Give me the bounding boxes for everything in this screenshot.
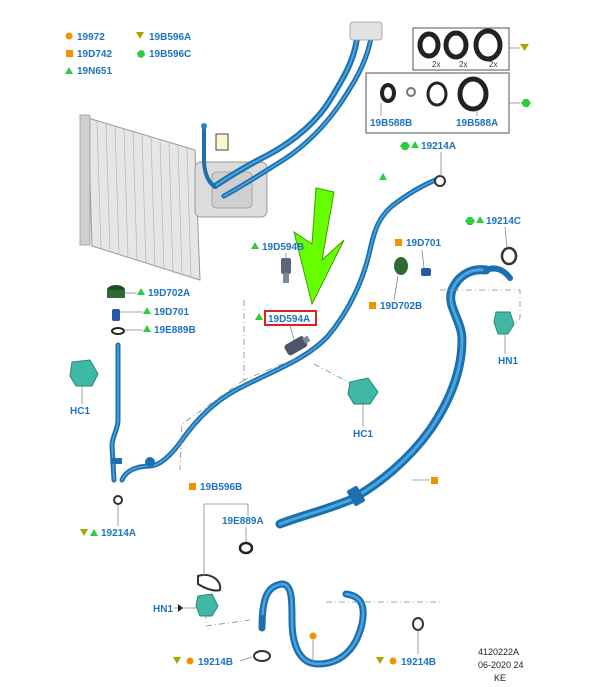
discharge-hose	[275, 265, 513, 529]
green-hexagon-icon	[137, 50, 145, 58]
seal-qty-2: 2x	[459, 60, 467, 69]
orange-square-icon	[66, 50, 73, 57]
note-box-icon	[215, 133, 229, 151]
legend-code-19972: 19972	[77, 32, 105, 43]
callout-HN1-bottom[interactable]: HN1	[153, 604, 173, 615]
callout-19B588B[interactable]: 19B588B	[370, 118, 412, 129]
green-hexagon-icon	[521, 99, 531, 107]
orange-square-icon	[369, 302, 376, 309]
olive-triangle-down-icon	[80, 529, 88, 536]
lower-u-line	[258, 580, 367, 668]
callout-19E889B[interactable]: 19E889B	[154, 325, 196, 336]
callout-19D594A[interactable]: 19D594A	[268, 314, 310, 325]
callout-19D594B[interactable]: 19D594B	[262, 242, 304, 253]
callout-19B596B[interactable]: 19B596B	[200, 482, 242, 493]
callout-19B588A[interactable]: 19B588A	[456, 118, 498, 129]
seal-qty-1: 2x	[432, 60, 440, 69]
green-hexagon-icon	[465, 217, 475, 225]
condenser	[79, 114, 268, 281]
orange-circle-icon	[309, 632, 317, 640]
callout-HC1-mid[interactable]: HC1	[353, 429, 373, 440]
orange-circle-icon	[389, 657, 397, 665]
callout-19D702B[interactable]: 19D702B	[380, 301, 422, 312]
drawing-meta: 4120222A 06-2020 24 KE	[478, 647, 524, 683]
placement-lines	[179, 289, 521, 627]
highlight-arrow-icon	[293, 187, 345, 306]
green-triangle-icon	[178, 604, 183, 612]
green-triangle-icon	[143, 325, 151, 332]
green-triangle-icon	[65, 67, 73, 74]
callout-19D701-left[interactable]: 19D701	[154, 307, 189, 318]
callout-19214C[interactable]: 19214C	[486, 216, 521, 227]
green-triangle-icon	[411, 141, 419, 148]
callout-19214B-left[interactable]: 19214B	[198, 657, 233, 668]
drawing-code: 4120222A	[478, 647, 519, 657]
callout-19214A[interactable]: 19214A	[421, 141, 456, 152]
green-triangle-icon	[251, 242, 259, 249]
green-hexagon-icon	[400, 142, 410, 150]
olive-triangle-down-icon	[173, 657, 181, 664]
green-triangle-icon	[137, 288, 145, 295]
callout-19214A-bottom[interactable]: 19214A	[101, 528, 136, 539]
legend-code-19B596C: 19B596C	[149, 49, 191, 60]
callout-19214B-right[interactable]: 19214B	[401, 657, 436, 668]
callout-19E889A[interactable]: 19E889A	[222, 516, 264, 527]
drawing-author: KE	[494, 673, 506, 683]
seal-kit-upper: 2x 2x 2x	[412, 27, 529, 71]
green-triangle-icon	[143, 307, 151, 314]
left-vertical-line	[109, 342, 122, 483]
legend-code-19B596A: 19B596A	[149, 32, 191, 43]
upper-ac-line	[201, 21, 383, 199]
seal-kit-lower: 19B588B 19B588A	[365, 72, 531, 134]
olive-triangle-down-icon	[520, 44, 529, 51]
liquid-line	[119, 176, 441, 483]
drawing-date: 06-2020 24	[478, 660, 524, 670]
green-triangle-icon	[90, 529, 98, 536]
callout-19D702A[interactable]: 19D702A	[148, 288, 190, 299]
callout-HC1-left[interactable]: HC1	[70, 406, 90, 417]
green-triangle-icon	[476, 216, 484, 223]
components	[69, 175, 518, 662]
orange-square-icon	[189, 483, 196, 490]
orange-circle-icon	[65, 32, 73, 40]
callout-HN1-right[interactable]: HN1	[498, 356, 518, 367]
highlight-box	[264, 310, 317, 326]
legend-code-19N651: 19N651	[77, 66, 112, 77]
legend-code-19D742: 19D742	[77, 49, 112, 60]
olive-triangle-down-icon	[136, 32, 144, 39]
parts-legend: 19972 19B596A 19D742 19B596C 19N651	[65, 32, 191, 77]
callouts: 19214A 19214C 19D701 19D702B 19D594B 19D…	[70, 141, 521, 668]
olive-triangle-down-icon	[376, 657, 384, 664]
seal-qty-3: 2x	[489, 60, 497, 69]
green-triangle-icon	[379, 173, 387, 180]
callout-19D701-right[interactable]: 19D701	[406, 238, 441, 249]
orange-square-icon	[431, 477, 438, 484]
green-triangle-icon	[255, 313, 263, 320]
orange-square-icon	[395, 239, 402, 246]
orange-circle-icon	[186, 657, 194, 665]
